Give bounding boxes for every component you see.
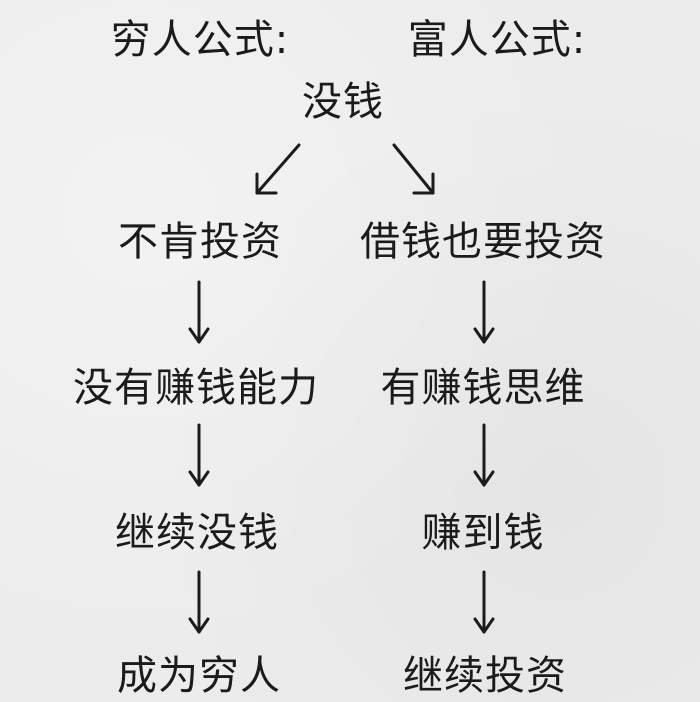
poor-step-1: 不肯投资 [118, 219, 282, 265]
poor-step-2: 没有赚钱能力 [73, 365, 319, 411]
root-node: 没钱 [302, 79, 384, 125]
arrow-poor-2-3 [188, 423, 210, 487]
poor-step-3: 继续没钱 [115, 510, 279, 556]
rich-step-3: 赚到钱 [421, 510, 545, 556]
arrow-root-to-rich [392, 143, 435, 195]
rich-step-4: 继续投资 [403, 653, 567, 699]
rich-step-1: 借钱也要投资 [360, 219, 606, 265]
arrow-poor-3-4 [188, 570, 210, 634]
poor-formula-title: 穷人公式: [110, 17, 290, 63]
arrow-rich-1-2 [473, 280, 495, 344]
arrow-rich-3-4 [473, 570, 495, 634]
rich-formula-title: 富人公式: [407, 17, 587, 63]
arrow-rich-2-3 [473, 423, 495, 487]
poor-step-4: 成为穷人 [117, 653, 281, 699]
arrow-poor-1-2 [188, 280, 210, 344]
arrow-root-to-poor [255, 143, 301, 195]
rich-step-2: 有赚钱思维 [380, 365, 586, 411]
